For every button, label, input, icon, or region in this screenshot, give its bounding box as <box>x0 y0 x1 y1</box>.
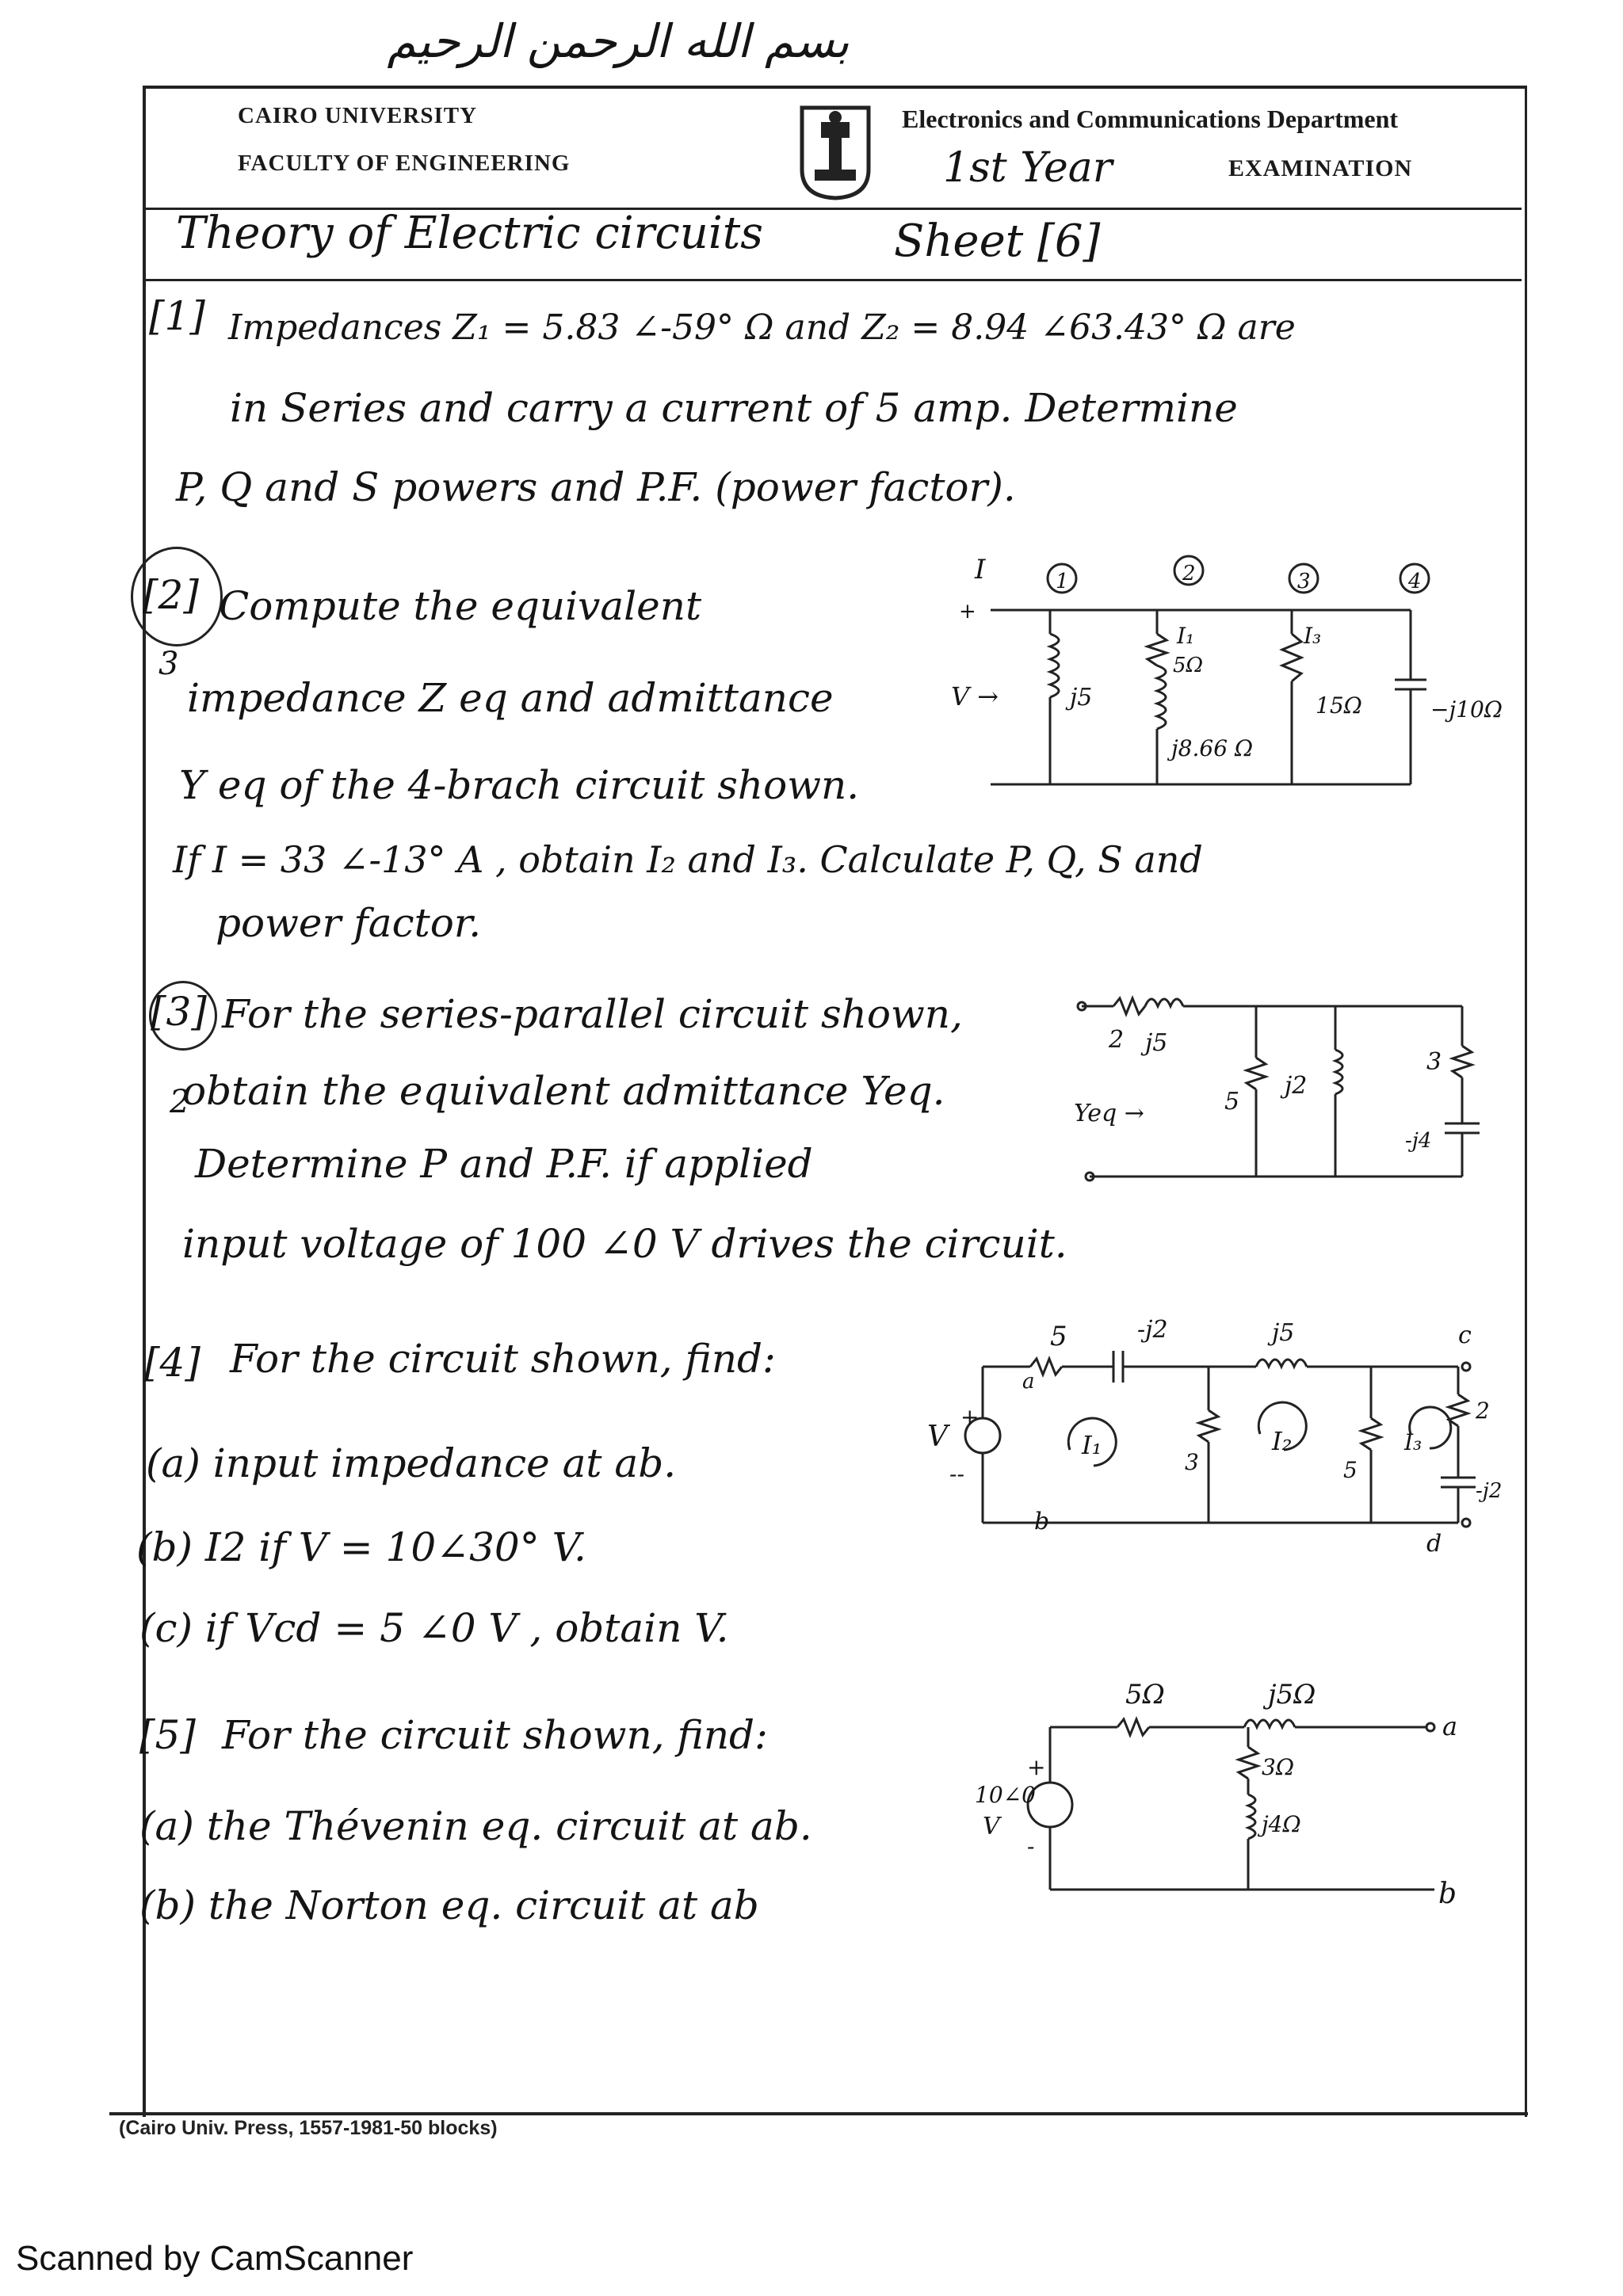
q2-circuit-plus: + <box>959 600 976 624</box>
q2-i1-label: I₁ <box>1176 623 1194 649</box>
title-divider <box>143 279 1522 281</box>
q4-mj2-label: -j2 <box>1137 1316 1168 1344</box>
q5-j4-label: j4Ω <box>1257 1811 1301 1837</box>
university-label: CAIRO UNIVERSITY <box>238 103 478 128</box>
q2-branch4-label: −j10Ω <box>1430 696 1503 723</box>
q2-node-3: 3 <box>1297 570 1311 593</box>
q2-circuit-current: I <box>974 554 986 585</box>
q4-circuit-diagram: 5 -j2 j5 a b c d V + -- I₁ I₂ I₃ 3 5 2 -… <box>911 1299 1514 1561</box>
q4-node-b: b <box>1034 1508 1049 1535</box>
faculty-label: FACULTY OF ENGINEERING <box>238 151 571 176</box>
header-divider <box>143 208 1522 210</box>
q2-node-2: 2 <box>1182 562 1196 585</box>
bismillah: بسم الله الرحمن الرحيم <box>387 14 850 68</box>
q3-line2: obtain the equivalent admittance Yeq. <box>182 1068 945 1114</box>
footer-line <box>109 2112 1528 2115</box>
q2-branch2-resistor-label: 5Ω <box>1173 654 1203 677</box>
q3-r2-label: 2 <box>1108 1026 1124 1054</box>
q2-branch2-inductor-label: j8.66 Ω <box>1167 735 1253 761</box>
q3-yeq-label: Yeq → <box>1074 1100 1144 1127</box>
q4-source-minus: -- <box>949 1461 964 1487</box>
q5-part-b: (b) the Norton eq. circuit at ab <box>139 1882 759 1928</box>
q4-r5b-label: 5 <box>1343 1457 1358 1483</box>
q2-line4: If I = 33 ∠-13° A , obtain I₂ and I₃. Ca… <box>173 838 1203 881</box>
q3-j2-label: j2 <box>1280 1072 1307 1100</box>
q2-line1: Compute the equivalent <box>219 583 702 629</box>
q3-j5-label: j5 <box>1140 1029 1167 1057</box>
camscanner-watermark: Scanned by CamScanner <box>16 2239 414 2278</box>
q4-r2-label: 2 <box>1475 1398 1490 1424</box>
q3-line1: For the series-parallel circuit shown, <box>222 991 963 1037</box>
q4-line1: For the circuit shown, find: <box>230 1336 776 1382</box>
q4-part-a: (a) input impedance at ab. <box>146 1440 677 1486</box>
q5-j5-label: j5Ω <box>1262 1679 1316 1711</box>
q5-number: [5] <box>139 1712 196 1758</box>
q5-source-v: V <box>983 1813 1002 1840</box>
press-footer: (Cairo Univ. Press, 1557-1981-50 blocks) <box>119 2117 498 2139</box>
q1-line1: Impedances Z₁ = 5.83 ∠-59° Ω and Z₂ = 8.… <box>228 307 1296 348</box>
page-frame <box>143 86 1527 2117</box>
q4-mj2b-label: -j2 <box>1476 1479 1502 1503</box>
q3-r3-label: 3 <box>1426 1048 1442 1076</box>
q3-circuit-diagram: 2 j5 Yeq → 5 j2 3 -j4 <box>1066 982 1510 1236</box>
q5-part-a: (a) the Thévenin eq. circuit at ab. <box>139 1803 812 1849</box>
q2-line3: Y eq of the 4-brach circuit shown. <box>179 762 860 808</box>
q3-margin-mark: 2 <box>170 1084 190 1120</box>
q5-r5-label: 5Ω <box>1125 1679 1165 1711</box>
q4-node-d: d <box>1426 1530 1442 1558</box>
q1-number: [1] <box>149 293 205 339</box>
q4-part-c: (c) if Vcd = 5 ∠0 V , obtain V. <box>139 1605 729 1651</box>
course-title: Theory of Electric circuits <box>176 208 763 259</box>
q2-node-1: 1 <box>1056 570 1069 593</box>
q4-node-c: c <box>1458 1322 1472 1349</box>
q2-margin-mark: 3 <box>158 646 179 682</box>
q3-circle-mark <box>149 981 217 1051</box>
q4-r3-label: 3 <box>1185 1449 1199 1475</box>
q2-line5: power factor. <box>216 900 482 946</box>
q5-source-minus: - <box>1027 1833 1034 1859</box>
q5-circuit-diagram: 5Ω j5Ω 10∠0 V + - 3Ω j4Ω a b <box>967 1664 1514 1917</box>
year-label: 1st Year <box>943 144 1113 192</box>
q4-i3-label: I₃ <box>1403 1429 1422 1455</box>
q4-part-b: (b) I2 if V = 10∠30° V. <box>136 1524 586 1570</box>
q5-line1: For the circuit shown, find: <box>222 1712 768 1758</box>
q3-line3: Determine P and P.F. if applied <box>195 1141 813 1187</box>
q2-circuit-voltage: V → <box>951 681 999 711</box>
q4-i2-label: I₂ <box>1271 1426 1292 1456</box>
q4-node-a: a <box>1022 1370 1035 1394</box>
department-label: Electronics and Communications Departmen… <box>902 105 1399 133</box>
q4-source-plus: + <box>960 1404 979 1430</box>
q3-number: [3] <box>151 989 207 1035</box>
q3-mj4-label: -j4 <box>1405 1129 1431 1153</box>
q4-r5-label: 5 <box>1050 1321 1067 1352</box>
q2-branch3-label: 15Ω <box>1316 692 1362 719</box>
q4-j5-label: j5 <box>1267 1319 1294 1347</box>
q3-r5-label: 5 <box>1224 1088 1239 1116</box>
sheet-number: Sheet [6] <box>894 215 1101 267</box>
q2-number: [2] <box>143 572 199 618</box>
q5-node-a: a <box>1442 1711 1457 1741</box>
q5-r3-label: 3Ω <box>1262 1754 1294 1780</box>
q2-line2: impedance Z eq and admittance <box>187 675 834 721</box>
q2-branch1-label: j5 <box>1065 684 1092 711</box>
q2-circle-mark <box>131 547 223 646</box>
q1-line2: in Series and carry a current of 5 amp. … <box>230 385 1238 431</box>
q4-i1-label: I₁ <box>1081 1430 1102 1460</box>
q2-circuit-diagram: + - I V → 1 2 3 4 j5 I₁ 5Ω j8.66 Ω I₃ 15… <box>935 547 1522 808</box>
q2-i3-label: I₃ <box>1303 623 1321 649</box>
cairo-university-seal-icon <box>797 103 873 201</box>
q4-number: [4] <box>144 1340 200 1386</box>
examination-label: EXAMINATION <box>1228 155 1413 181</box>
q3-line4: input voltage of 100 ∠0 V drives the cir… <box>182 1221 1067 1267</box>
q5-source-value: 10∠0 <box>975 1782 1036 1808</box>
q2-node-4: 4 <box>1407 570 1422 593</box>
q5-node-b: b <box>1438 1878 1457 1910</box>
q4-source-v: V <box>927 1421 951 1453</box>
q5-source-plus: + <box>1027 1754 1045 1780</box>
q1-line3: P, Q and S powers and P.F. (power factor… <box>176 464 1016 510</box>
